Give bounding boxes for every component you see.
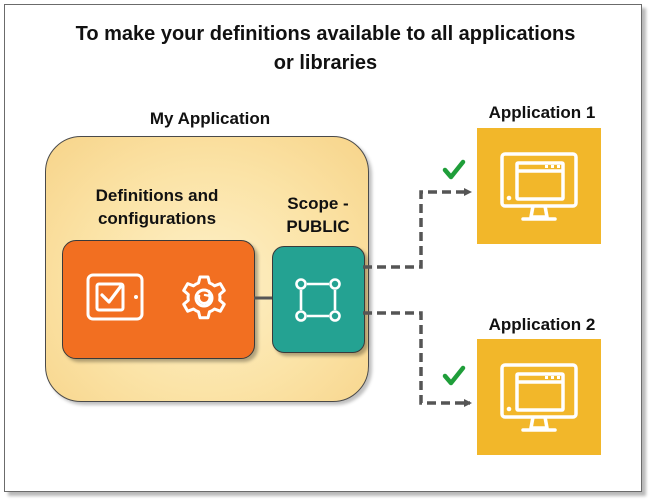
application-2-tile [477, 339, 601, 455]
scope-label: Scope - PUBLIC [272, 192, 364, 238]
monitor-icon [500, 152, 578, 221]
monitor-icon [500, 363, 578, 432]
title-line-1: To make your definitions available to al… [75, 23, 576, 45]
definitions-box [62, 240, 255, 359]
gear-icon [182, 275, 226, 320]
scope-to-application-2-connector [363, 311, 472, 407]
definitions-label: Definitions and configurations [72, 184, 242, 230]
application-2-label: Application 2 [488, 315, 596, 334]
scope-label-line-1: Scope - [287, 194, 349, 213]
tablet-checkbox-icon [86, 273, 144, 321]
my-application-label: My Application [149, 109, 271, 128]
scope-to-application-1-connector [363, 188, 472, 269]
application-2-checkmark-icon [442, 365, 466, 386]
application-1-checkmark-icon [442, 159, 466, 180]
title-line-2: or libraries [273, 52, 378, 74]
diagram-title: To make your definitions available to al… [20, 20, 631, 78]
definitions-label-line-1: Definitions and [95, 186, 219, 205]
application-1-label: Application 1 [488, 103, 596, 122]
scope-box [272, 246, 365, 353]
scope-label-line-2: PUBLIC [286, 217, 350, 236]
application-1-tile [477, 128, 601, 244]
definitions-label-line-2: configurations [97, 209, 217, 228]
scope-frame-icon [295, 278, 341, 322]
